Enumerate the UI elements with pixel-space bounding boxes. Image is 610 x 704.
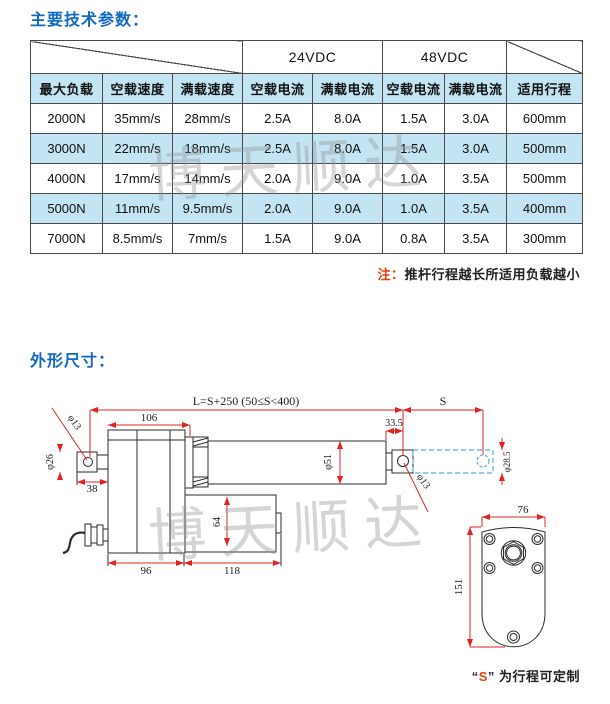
table-cell: 2.0A: [242, 163, 314, 194]
section-title-parameters: 主要技术参数：: [30, 12, 150, 29]
table-cell: 2000N: [30, 103, 103, 134]
table-cell: 300mm: [506, 223, 584, 254]
table-cell: 2.5A: [242, 103, 314, 134]
table-cell: 400mm: [506, 193, 584, 224]
table-row: 3000N 22mm/s 18mm/s 2.5A 8.0A 1.5A 3.0A …: [30, 133, 584, 164]
table-cell: 22mm/s: [102, 133, 173, 164]
dim-rear-clevis-dia-label: φ26: [45, 454, 56, 470]
table-row: 2000N 35mm/s 28mm/s 2.5A 8.0A 1.5A 3.0A …: [30, 103, 584, 134]
extended-stroke-phantom: [412, 449, 494, 474]
table-cell: 11mm/s: [102, 193, 173, 224]
table-cell: 0.8A: [382, 223, 446, 254]
dim-overall-length-label: L=S+250 (50≤S<400): [193, 394, 300, 408]
table-cell: 8.0A: [312, 133, 384, 164]
table-cell: 2.5A: [242, 133, 314, 164]
table-footnote: 注：推杆行程越长所适用负载越小: [377, 264, 580, 283]
actuator-side-view: [62, 429, 414, 566]
table-cell: 3.0A: [444, 103, 508, 134]
table-cell: 9.0A: [312, 163, 384, 194]
dim-motor-length-label: 118: [224, 565, 241, 577]
stroke-custom-note: “S” 为行程可定制: [471, 669, 580, 684]
table-cell: 4000N: [30, 163, 103, 194]
table-cell: 18mm/s: [171, 133, 244, 164]
table-cell: 500mm: [506, 163, 584, 194]
diagonal-cell: [506, 40, 584, 74]
power-cable: [62, 531, 86, 555]
table-cell: 9.5mm/s: [171, 193, 244, 224]
spec-table: 24VDC 48VDC 最大负载 空载速度 满载速度 空载电流 满载电流 空载电…: [29, 40, 584, 254]
table-cell: 1.5A: [382, 133, 446, 164]
voltage-header-24vdc: 24VDC: [242, 40, 384, 74]
table-cell: 17mm/s: [102, 163, 173, 194]
dim-front-offset-label: 33.5: [385, 418, 403, 429]
column-header: 空载速度: [102, 73, 173, 104]
section-title-dimensions: 外形尺寸：: [30, 353, 116, 370]
diagonal-cell: [29, 40, 244, 74]
table-cell: 5000N: [30, 193, 103, 224]
table-cell: 3.5A: [444, 223, 508, 254]
table-row: 4000N 17mm/s 14mm/s 2.0A 9.0A 1.0A 3.5A …: [30, 163, 584, 194]
table-cell: 14mm/s: [171, 163, 244, 194]
dim-motor-dia-label: 64: [212, 517, 223, 527]
table-cell: 3.5A: [444, 163, 508, 194]
table-cell: 1.5A: [382, 103, 446, 134]
table-row: 5000N 11mm/s 9.5mm/s 2.0A 9.0A 1.0A 3.5A…: [30, 193, 584, 224]
column-header: 满载电流: [312, 73, 384, 104]
table-cell: 7mm/s: [171, 223, 244, 254]
footnote-prefix: 注：: [377, 267, 405, 282]
table-cell: 3.5A: [444, 193, 508, 224]
table-cell: 8.5mm/s: [102, 223, 173, 254]
table-cell: 35mm/s: [102, 103, 173, 134]
column-header: 空载电流: [382, 73, 446, 104]
table-cell: 7000N: [30, 223, 103, 254]
table-row: 7000N 8.5mm/s 7mm/s 1.5A 9.0A 0.8A 3.5A …: [30, 223, 584, 254]
table-cell: 500mm: [506, 133, 584, 164]
dim-tube-dia-label: φ51: [323, 454, 334, 470]
table-cell: 2.0A: [242, 193, 314, 224]
stroke-note-text: 为行程可定制: [494, 669, 580, 684]
column-header: 最大负载: [30, 73, 103, 104]
table-cell: 8.0A: [312, 103, 384, 134]
dim-end-height-label: 151: [453, 579, 465, 596]
table-cell: 3000N: [30, 133, 103, 164]
table-cell: 28mm/s: [171, 103, 244, 134]
table-cell: 1.0A: [382, 163, 446, 194]
footnote-text: 推杆行程越长所适用负载越小: [404, 267, 580, 282]
column-header: 空载电流: [242, 73, 314, 104]
table-cell: 3.0A: [444, 133, 508, 164]
actuator-end-view: [481, 527, 546, 648]
dim-rear-length-label: 38: [87, 483, 99, 495]
dimension-lines: [51, 406, 546, 648]
table-cell: 1.5A: [242, 223, 314, 254]
table-cell: 9.0A: [312, 193, 384, 224]
column-header: 适用行程: [506, 73, 584, 104]
table-cell: 1.0A: [382, 193, 446, 224]
table-cell: 9.0A: [312, 223, 384, 254]
dim-body-width-label: 106: [141, 412, 158, 424]
stroke-letter: S: [478, 669, 488, 684]
dim-end-width-label: 76: [518, 504, 530, 516]
column-header: 满载电流: [444, 73, 508, 104]
table-cell: 600mm: [506, 103, 584, 134]
column-header: 满载速度: [171, 73, 244, 104]
dim-extended-dia-label: φ28.5: [502, 451, 512, 472]
dim-rear-pin-dia-label: φ13: [65, 413, 83, 432]
voltage-header-48vdc: 48VDC: [382, 40, 508, 74]
dim-stroke-label: S: [440, 394, 447, 408]
dim-gear-width-label: 96: [141, 565, 153, 577]
dimension-drawing: L=S+250 (50≤S<400) S 106 33.5 38 96 118 …: [45, 394, 546, 648]
